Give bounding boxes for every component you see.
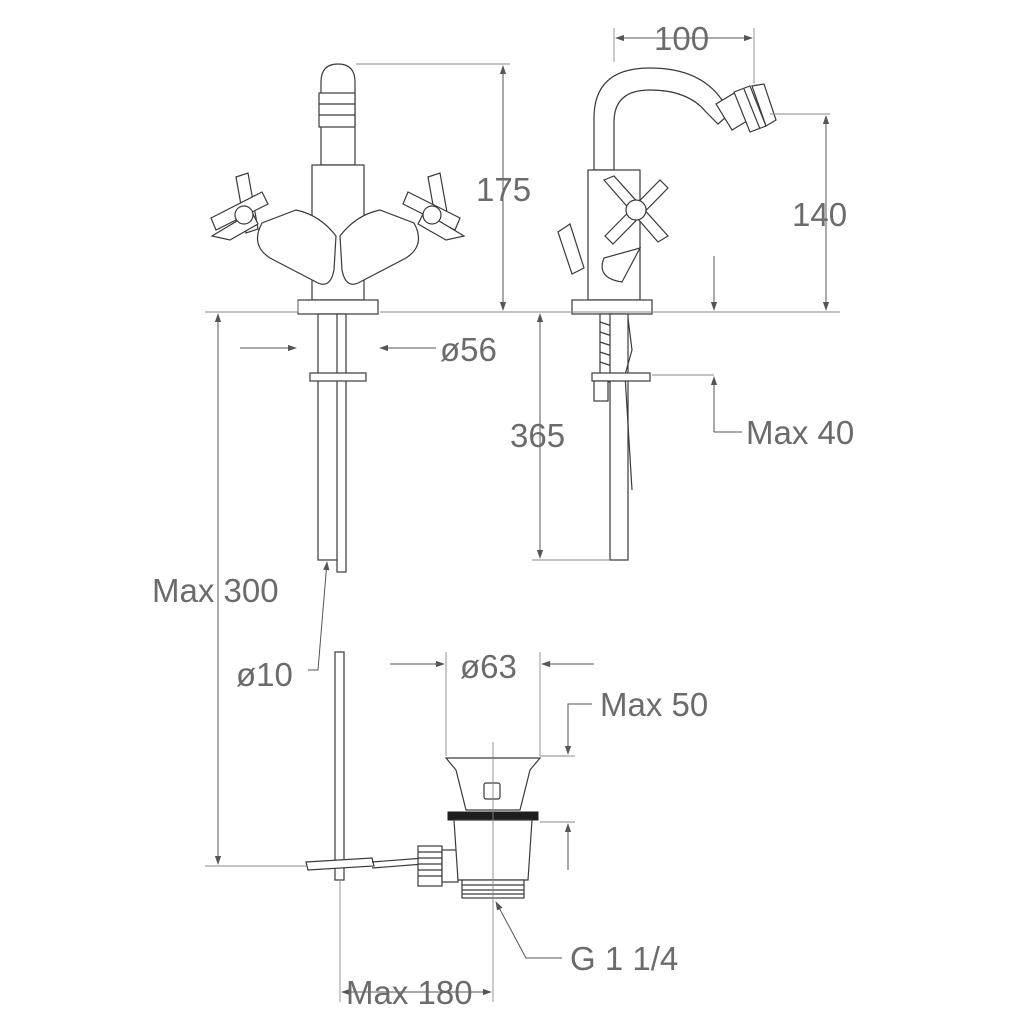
- front-view: [210, 63, 466, 573]
- label-pull-rod-diameter: ø10: [236, 656, 293, 693]
- label-tail-length: 365: [510, 417, 565, 454]
- label-spout-height-front: 175: [476, 171, 531, 208]
- label-rod-max-offset: Max 180: [346, 974, 473, 1011]
- front-left-cross-handle: [210, 172, 269, 241]
- dim-leader-rod-diameter: [308, 561, 330, 671]
- waste-vertical-rod: [334, 651, 345, 881]
- waste-plug-window: [483, 782, 501, 800]
- extension-lines: [205, 28, 840, 1002]
- label-spout-height-side: 140: [792, 196, 847, 233]
- side-spout-nozzle: [715, 83, 777, 133]
- side-fixing-nut: [591, 372, 651, 382]
- dimension-labels: 175 100 140 ø56 365 Max 40 Max 300 ø10 ø…: [152, 20, 854, 1011]
- label-waste-flange-diameter: ø63: [460, 648, 517, 685]
- label-spout-reach: 100: [654, 20, 709, 57]
- front-right-arm: [339, 209, 420, 285]
- dimension-lines: [214, 34, 830, 996]
- side-pull-rod: [624, 317, 633, 491]
- dim-line-waste-top: [564, 703, 592, 755]
- front-fixing-nut: [309, 372, 367, 382]
- label-pull-rod-max: Max 300: [152, 572, 279, 609]
- side-tail-pipe: [609, 313, 629, 561]
- side-view: [557, 67, 777, 561]
- front-left-arm: [256, 209, 337, 285]
- front-aerator: [318, 92, 356, 128]
- side-nut-sleeve: [593, 380, 609, 402]
- front-pull-rod: [336, 313, 347, 573]
- waste-linkage-clip: [305, 857, 375, 871]
- front-right-cross-handle: [402, 172, 466, 241]
- side-spout: [593, 67, 735, 171]
- label-deck-max-thickness: Max 40: [746, 414, 854, 451]
- dim-leader-waste-thread: [495, 901, 562, 959]
- front-base-flange: [297, 299, 379, 315]
- pop-up-waste: [305, 651, 542, 899]
- label-waste-max-height: Max 50: [600, 686, 708, 723]
- label-waste-thread: G 1 1/4: [570, 940, 678, 977]
- label-body-base-diameter: ø56: [440, 331, 497, 368]
- side-pull-lever: [557, 223, 585, 275]
- side-cross-handle: [601, 175, 669, 283]
